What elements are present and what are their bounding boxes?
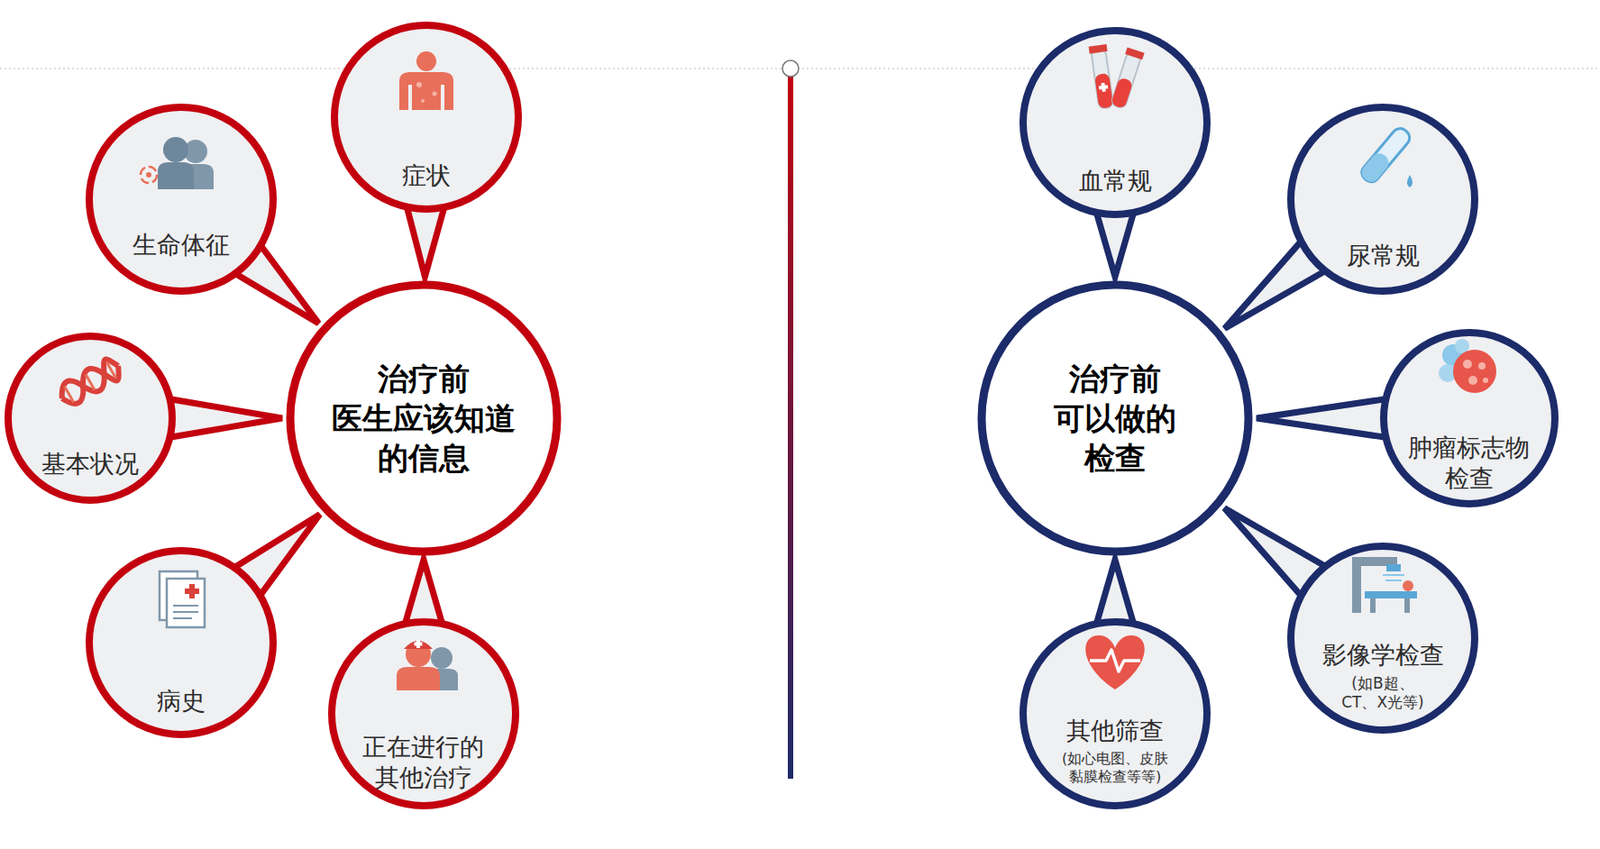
text-group: 病史: [84, 685, 278, 717]
circle-shape: [1290, 546, 1475, 731]
bubble-tail: [1095, 208, 1135, 277]
dna-icon: [55, 355, 125, 409]
node-label: 病史: [120, 685, 243, 717]
text-group: 影像学检查(如B超、 CT、X光等): [1286, 640, 1480, 713]
divider-line: [787, 70, 794, 779]
node-label: 治疗前 可以做的 检查: [1044, 358, 1186, 479]
circle-shape: [331, 621, 516, 806]
circle-shape: [89, 107, 274, 292]
speech-bubble: 生命体征: [84, 102, 278, 296]
tail-shape: [1095, 559, 1135, 629]
node-label: 尿常规: [1322, 240, 1445, 272]
circle-shape: [1023, 30, 1207, 215]
text-group: 基本状况: [3, 448, 177, 480]
node-label: 正在进行的 其他治疗: [357, 731, 490, 794]
speech-bubble: 血常规: [1018, 26, 1212, 220]
tail-shape: [1256, 398, 1390, 439]
people-icon: [140, 137, 214, 190]
text-group: 症状: [329, 160, 523, 192]
blood-tube-icon: [1088, 44, 1145, 110]
circle-shape: [1023, 621, 1207, 806]
speech-bubble: 基本状况: [3, 331, 177, 505]
tail-shape: [165, 398, 283, 439]
tail-shape: [1095, 208, 1135, 277]
tail-shape: [405, 202, 446, 277]
circle-outline: [3, 331, 177, 505]
circle-outline: [84, 102, 278, 296]
body-icon: [399, 51, 454, 110]
heart-icon: [1085, 635, 1144, 690]
circle-shape: [290, 284, 558, 552]
node-note: (如B超、 CT、X光等): [1336, 674, 1429, 714]
bubble-tail: [403, 559, 444, 629]
circle-shape: [1290, 107, 1475, 292]
tail-shape: [403, 559, 444, 629]
record-icon: [159, 571, 205, 628]
bubble-tail: [1256, 398, 1390, 439]
text-group: 正在进行的 其他治疗: [327, 731, 521, 794]
cell-icon: [1438, 338, 1497, 394]
node-label: 血常规: [1054, 165, 1177, 197]
node-label: 影像学检查: [1309, 640, 1456, 671]
node-label: 生命体征: [114, 229, 249, 261]
node-label: 肿瘤标志物 检查: [1403, 432, 1536, 494]
circle-shape: [981, 284, 1249, 552]
node-note: (如心电图、皮肤 黏膜检查等等): [1052, 749, 1178, 787]
node-label: 基本状况: [23, 448, 158, 480]
bubble-tail: [405, 202, 446, 277]
circle-shape: [8, 336, 173, 501]
text-group: 血常规: [1018, 165, 1212, 197]
text-group: 尿常规: [1286, 240, 1480, 272]
node-label: 其他筛查: [1042, 715, 1189, 747]
speech-bubble: 其他筛查(如心电图、皮肤 黏膜检查等等): [1018, 617, 1212, 811]
center-circle: 治疗前 可以做的 检查: [977, 280, 1253, 557]
circle-shape: [1383, 332, 1555, 504]
urine-tube-icon: [1358, 125, 1413, 188]
text-group: 肿瘤标志物 检查: [1379, 432, 1560, 494]
guide-line: [0, 68, 1600, 70]
circle-shape: [334, 25, 519, 210]
speech-bubble: 尿常规: [1286, 102, 1480, 296]
divider-dot: [782, 60, 799, 77]
speech-bubble: 症状: [329, 20, 523, 214]
node-label: 症状: [365, 160, 488, 192]
bubble-tail: [165, 398, 283, 439]
bubble-tail: [1095, 559, 1135, 629]
circle-shape: [89, 550, 274, 735]
text-group: 治疗前 医生应该知道 的信息: [285, 280, 562, 557]
center-circle: 治疗前 医生应该知道 的信息: [285, 280, 562, 557]
text-group: 其他筛查(如心电图、皮肤 黏膜检查等等): [1018, 715, 1212, 787]
scanner-icon: [1352, 557, 1418, 613]
speech-bubble: 影像学检查(如B超、 CT、X光等): [1286, 541, 1480, 735]
text-group: 治疗前 可以做的 检查: [977, 280, 1253, 557]
node-label: 治疗前 医生应该知道 的信息: [322, 358, 525, 479]
doctor-icon: [396, 640, 458, 691]
text-group: 生命体征: [84, 229, 278, 261]
